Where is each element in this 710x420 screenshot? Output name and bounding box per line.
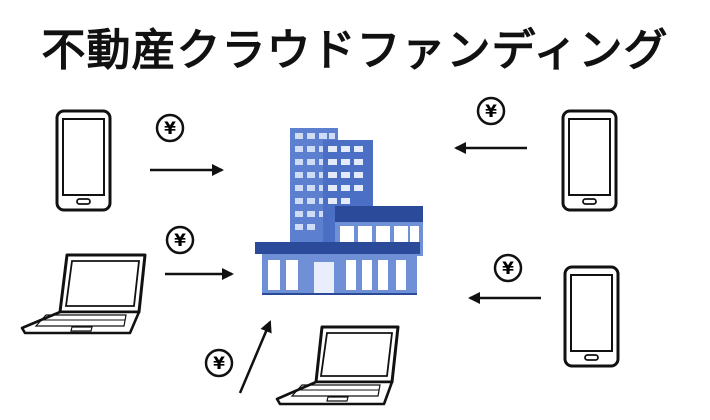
office-building-icon (255, 128, 423, 295)
yen-label: ¥ (502, 259, 514, 279)
yen-label: ¥ (174, 231, 186, 251)
laptop-icon (20, 253, 147, 335)
yen-label: ¥ (485, 102, 497, 122)
smartphone-icon (563, 265, 620, 368)
yen-coin-icon: ¥ (204, 348, 234, 378)
diagram-title: 不動産クラウドファンディング (41, 25, 669, 76)
yen-label: ¥ (213, 354, 225, 374)
yen-coin-icon: ¥ (165, 225, 195, 255)
yen-coin-icon: ¥ (476, 96, 506, 126)
yen-coin-icon: ¥ (493, 253, 523, 283)
smartphone-icon (55, 109, 112, 212)
arrow-icon (238, 320, 272, 394)
yen-coin-icon: ¥ (155, 113, 185, 143)
yen-label: ¥ (164, 119, 176, 139)
smartphone-icon (561, 109, 618, 212)
laptop-icon (275, 325, 400, 406)
